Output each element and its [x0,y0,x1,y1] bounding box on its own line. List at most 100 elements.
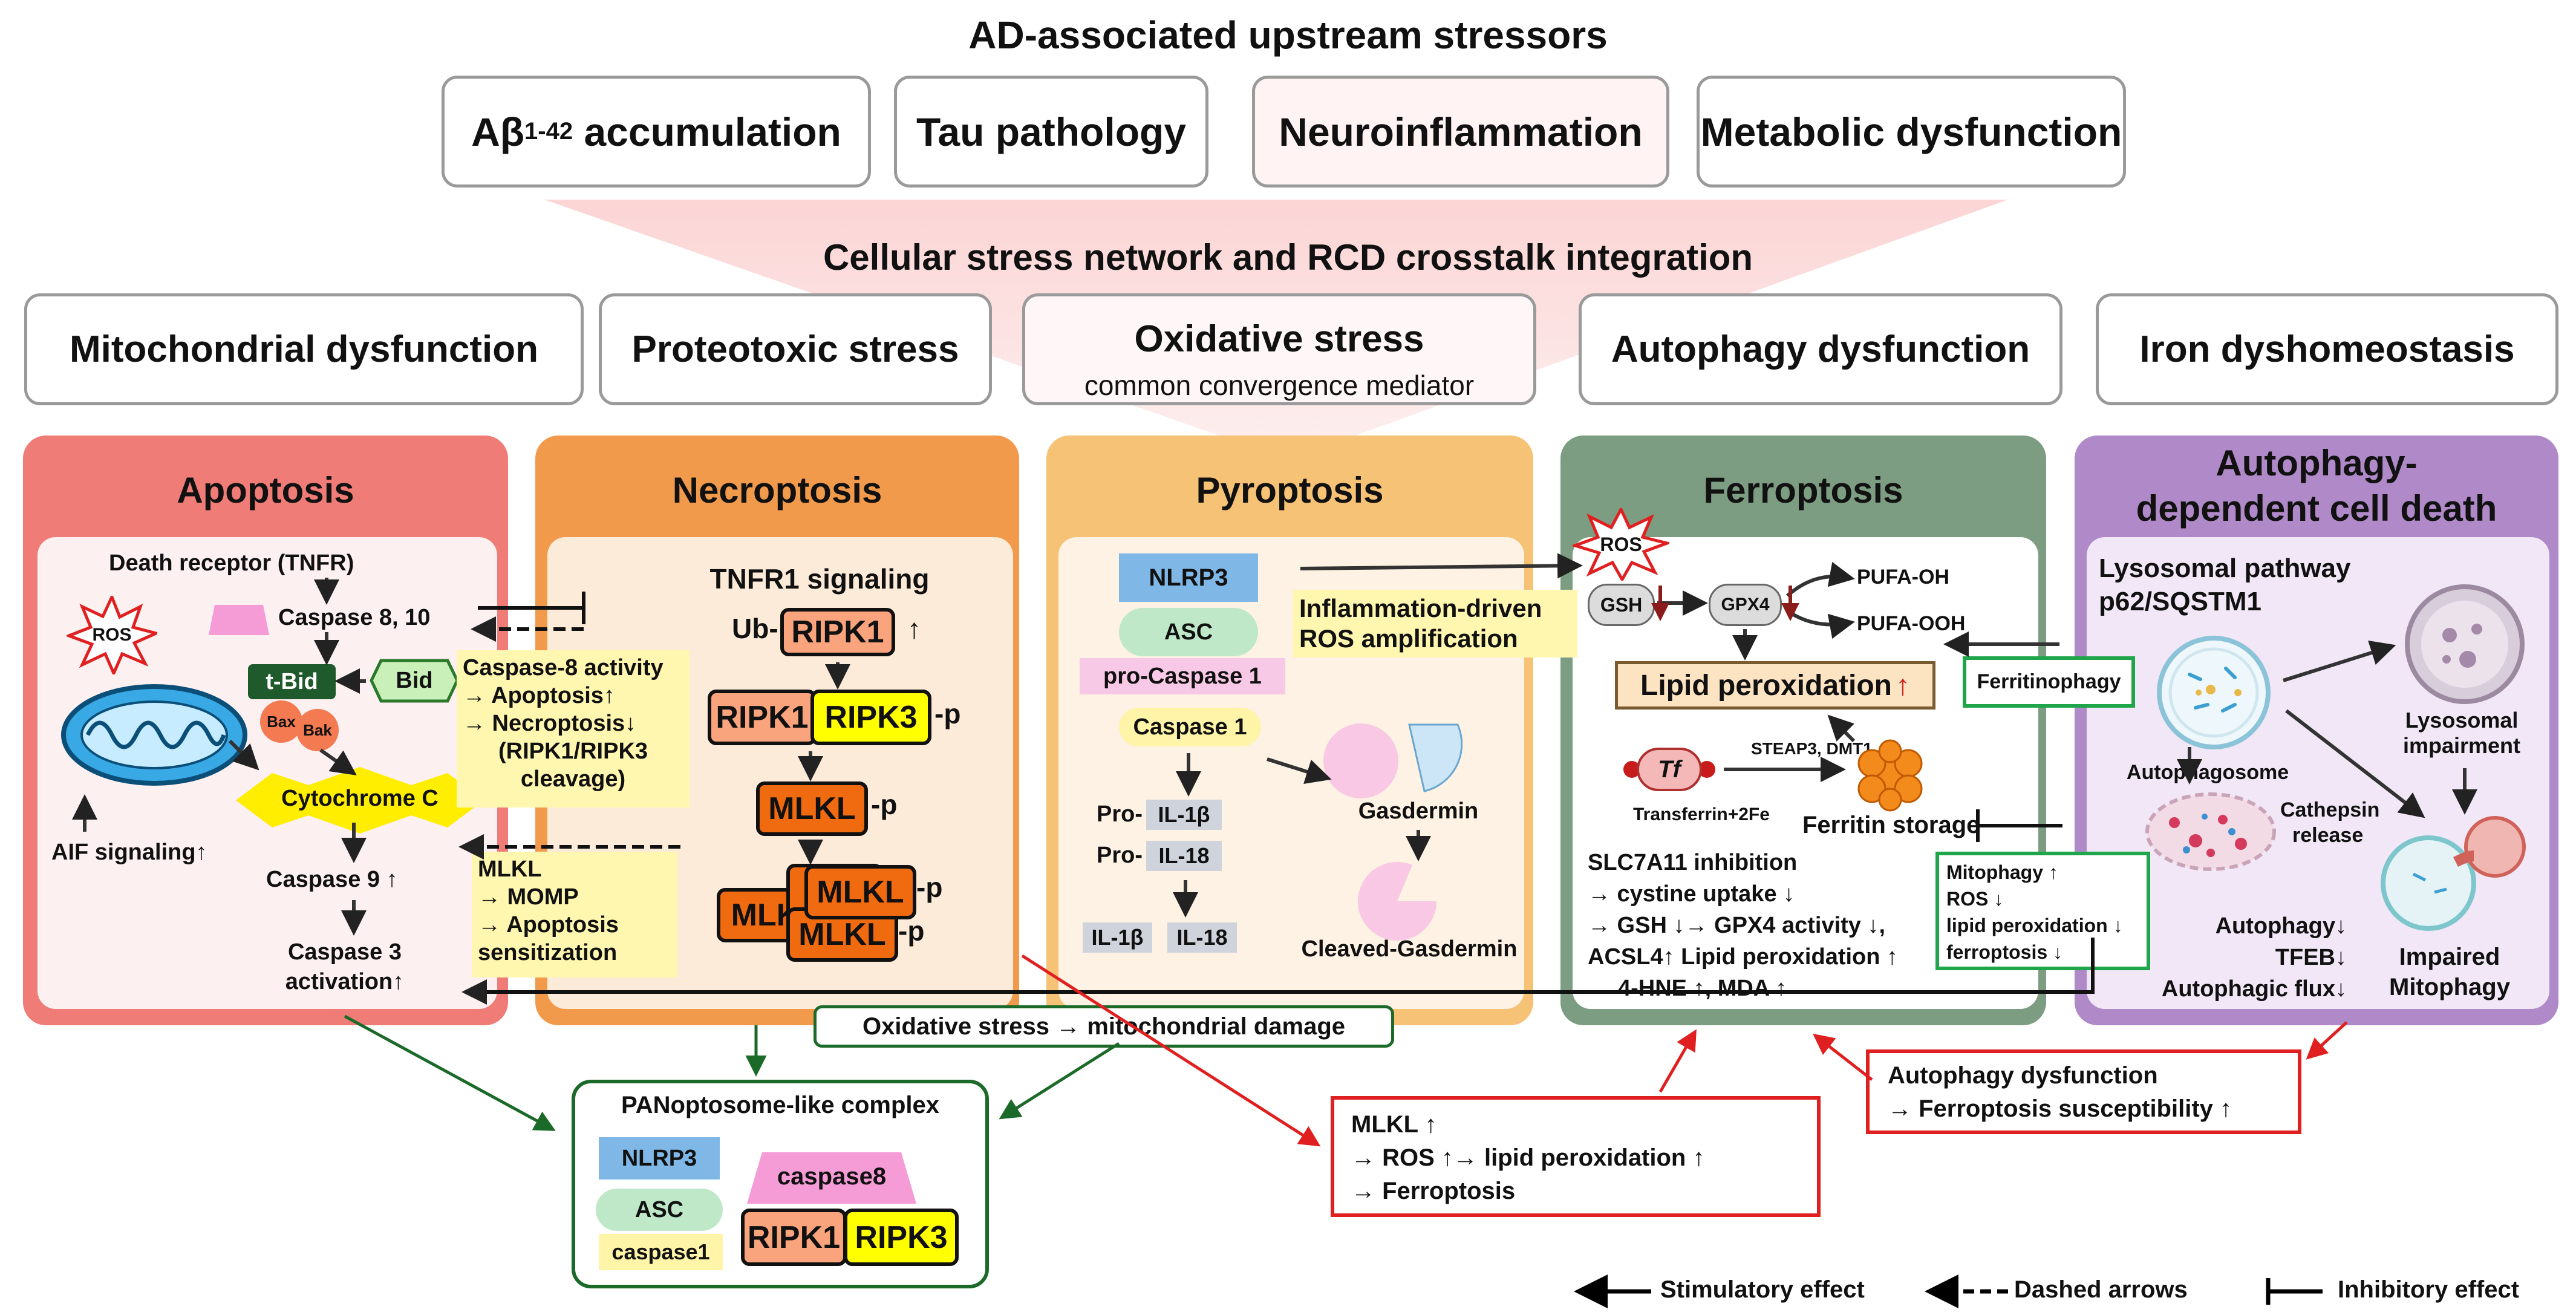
mitophagy-line: Mitophagy ↑ [1946,861,2058,883]
gsh: GSH [1588,584,1655,626]
abeta-label: accumulation [584,109,841,154]
pufa-oh: PUFA-OH [1857,566,1949,589]
autophagosome: Autophagosome [2126,761,2289,784]
abeta-subscript: 1-42 [524,118,573,145]
impaired-mitophagy-line1: Impaired [2399,944,2500,970]
lysosomal-pathway: Lysosomal pathway [2099,553,2351,583]
note-casp8-line: → Apoptosis↑ [463,683,615,708]
gasdermin-icon [1323,723,1463,798]
pyro-nlrp3: NLRP3 [1119,553,1258,602]
autophagy-flux: Autophagy↓ TFEB↓ Autophagic flux↓ [2153,910,2347,1005]
pyroptosis-title: Pyroptosis [1196,469,1384,511]
ferritinophagy-box: Ferritinophagy [1963,656,2135,708]
note-casp8-line: Caspase-8 activity [463,655,664,680]
oxidative-subtitle: common convergence mediator [1084,370,1475,401]
legend-inhibitory: Inhibitory effect [2338,1276,2520,1303]
steap3-dmt1: STEAP3, DMT1 [1751,739,1873,758]
apoptosis-ros: ROS [92,625,132,645]
note-mlkl-line: MLKL [478,857,542,882]
bid-shape [370,659,459,703]
mitophagy-line: ROS ↓ [1946,888,2004,910]
mlkl-ferroptosis-box: MLKL ↑ → ROS ↑→ lipid peroxidation ↑ → F… [1331,1096,1821,1217]
mitophagy-line: lipid peroxidation ↓ [1946,915,2123,936]
bak: Bak [296,709,339,751]
legend-inhibitory-symbol [2266,1278,2323,1305]
box-mitochondrial: Mitochondrial dysfunction [24,293,584,405]
mlkl-phospho: -p [871,789,898,820]
note-mlkl-line: sensitization [478,940,618,965]
note-inflammation-line: Inflammation-driven [1299,594,1542,622]
pyro-asc: ASC [1119,608,1258,656]
mitophagy-line: ferroptosis ↓ [1946,941,2063,963]
bax: Bax [260,700,302,743]
pan-nlrp3: NLRP3 [599,1137,720,1180]
mechanism-line: ACSL4↑ Lipid peroxidation ↑ [1588,944,1899,970]
pan-caspase8-shape [747,1152,916,1204]
stressor-metabolic: Metabolic dysfunction [1697,76,2126,188]
lipid-up-icon: ↑ [1896,669,1910,702]
tbid: t-Bid [248,664,336,699]
tnfr1-signaling: TNFR1 signaling [709,563,930,595]
note-mlkl-momp: MLKL → MOMP → Apoptosis sensitization [472,852,677,977]
p62-sqstm1: p62/SQSTM1 [2099,587,2261,616]
lysosomal-impairment-line1: Lysosomal [2405,708,2519,733]
cytochrome-c: Cytochrome C [281,785,439,811]
note-caspase8-activity: Caspase-8 activity → Apoptosis↑ → Necrop… [457,650,690,808]
ub-ripk1-up: ↑ [907,613,921,644]
legend-symbols [1574,1274,2008,1308]
cathepsin-release-line1: Cathepsin [2280,798,2380,821]
pyro-procasp1: pro-Caspase 1 [1080,658,1285,694]
flux-line: Autophagy↓ [2215,913,2347,939]
note-inflammation-line: ROS amplification [1299,624,1518,653]
lipid-peroxidation-label: Lipid peroxidation [1640,669,1892,702]
ferritin-icon [1857,739,1923,812]
mechanism-line: → cystine uptake ↓ [1588,881,1795,907]
header-title: AD-associated upstream stressors [968,13,1608,57]
cathepsin-release-line2: release [2292,824,2364,847]
ferritin-storage: Ferritin storage [1802,812,1980,838]
pro-il18: IL-18 [1146,841,1222,871]
tf: Tf [1658,755,1681,783]
flux-line: Autophagic flux↓ [2161,976,2347,1002]
mlkl-box-line: MLKL ↑ [1351,1111,1437,1138]
ferroptosis-mechanism: SLC7A11 inhibition → cystine uptake ↓ → … [1588,847,1898,1004]
pan-ripk1: RIPK1 [741,1209,847,1266]
gpx4: GPX4 [1709,584,1782,626]
mechanism-line: → GSH ↓→ GPX4 activity ↓, [1588,913,1886,938]
caspase810: Caspase 8, 10 [278,605,431,630]
caspase3-line1: Caspase 3 [287,939,402,965]
apoptosis-title: Apoptosis [177,469,354,511]
note-casp8-line: cleavage) [520,766,626,792]
pro-il1b: IL-1β [1146,800,1222,830]
pro-prefix-il18: Pro- [1097,843,1143,868]
caspase810-shape [209,605,269,635]
mechanism-line: SLC7A11 inhibition [1588,850,1798,875]
death-receptor: Death receptor (TNFR) [109,550,354,576]
cleaved-gasdermin: Cleaved-Gasdermin [1301,936,1518,962]
pan-asc: ASC [596,1189,723,1231]
pan-ripk3: RIPK3 [844,1209,959,1266]
cytochrome-burst [236,767,484,834]
autophagosome-icon [2157,636,2271,749]
mlkl-box-line: → ROS ↑→ lipid peroxidation ↑ [1351,1144,1705,1171]
mlkl-single: MLKL [756,781,868,836]
ripk3-phospho: -p [934,698,961,729]
box-autophagy-dysfunction: Autophagy dysfunction [1579,293,2062,405]
box-proteotoxic: Proteotoxic stress [599,293,992,405]
il1b: IL-1β [1083,922,1152,953]
pan-caspase1: caspase1 [599,1234,723,1270]
impaired-mitophagy-icon [2381,816,2526,931]
impaired-mitophagy-line2: Mitophagy [2389,974,2510,1000]
autophagy-title-line1: Autophagy- [2216,442,2418,483]
lipid-peroxidation: Lipid peroxidation↑ [1615,661,1935,710]
autophagy-box-line: → Ferroptosis susceptibility ↑ [1888,1095,2232,1122]
aif-signaling: AIF signaling↑ [51,840,207,865]
abeta-symbol: Aβ [471,109,525,154]
box-iron: Iron dyshomeostasis [2096,293,2558,405]
mlkl-box-line: → Ferroptosis [1351,1178,1516,1204]
cleaved-gasdermin-icon [1358,862,1436,941]
mlkl-oligo-phospho2: -p [898,915,925,947]
note-inflammation: Inflammation-driven ROS amplification [1293,590,1577,658]
necro-ripk3: RIPK3 [810,690,931,745]
mitophagy-effects-box: Mitophagy ↑ ROS ↓ lipid peroxidation ↓ f… [1935,852,2150,970]
